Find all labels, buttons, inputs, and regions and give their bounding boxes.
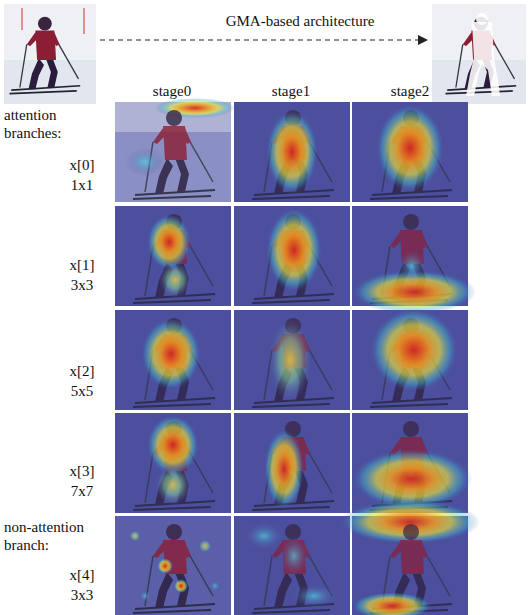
branch-name: x[3] (52, 462, 112, 480)
branch-name: x[4] (52, 566, 112, 584)
group-label: attention branches: (4, 106, 84, 142)
group-label: non-attention branch: (4, 518, 104, 554)
heatmap-cell (234, 206, 350, 306)
branch-name: x[0] (52, 156, 112, 174)
heatmap-cell (115, 206, 231, 306)
column-header: stage1 (251, 82, 331, 100)
heatmap-cell (352, 102, 468, 202)
heatmap-cell (115, 98, 235, 202)
kernel-size: 5x5 (52, 382, 112, 400)
arrow-label: GMA-based architecture (200, 12, 400, 30)
column-header: stage0 (132, 82, 212, 100)
kernel-size: 7x7 (52, 482, 112, 500)
heatmap-cell (115, 310, 231, 410)
kernel-size: 3x3 (52, 276, 112, 294)
heatmap-cell (234, 516, 350, 615)
heatmap-cell (352, 308, 468, 410)
heatmap-cell (234, 102, 350, 202)
kernel-size: 1x1 (52, 176, 112, 194)
arrow-head (418, 35, 428, 45)
input-photo (4, 4, 96, 104)
column-header: stage2 (370, 82, 450, 100)
output-photo (432, 4, 526, 104)
dashed-arrow (100, 39, 420, 40)
kernel-size: 3x3 (52, 586, 112, 604)
heatmap-cell (340, 500, 480, 615)
heatmap-cell (352, 206, 476, 314)
branch-name: x[2] (52, 362, 112, 380)
heatmap-cell (115, 516, 231, 615)
heatmap-cell (115, 413, 231, 513)
branch-name: x[1] (52, 256, 112, 274)
heatmap-cell (352, 413, 472, 513)
heatmap-cell (234, 310, 350, 410)
heatmap-cell (234, 413, 350, 513)
